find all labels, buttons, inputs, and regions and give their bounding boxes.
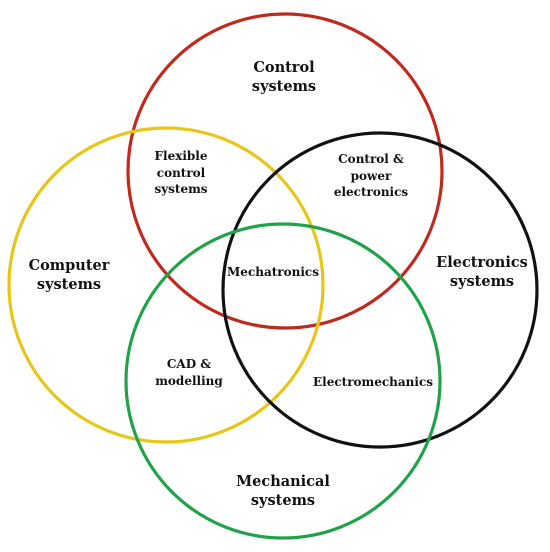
computer-systems-circle (7, 126, 325, 444)
computer-systems-label-line1: Computer (28, 257, 110, 274)
flexible-control-line2: control (156, 165, 206, 180)
flexible-control-systems-label: Flexible control systems (154, 148, 207, 198)
computer-systems-label: Computer systems (29, 256, 110, 294)
control-systems-label-line1: Control (253, 59, 315, 76)
mechanical-systems-circle (124, 222, 442, 540)
control-power-line1: Control & (338, 152, 404, 166)
mechanical-systems-label: Mechanical systems (236, 472, 330, 510)
mechanical-systems-label-line1: Mechanical (236, 473, 330, 490)
electromechanics-text: Electromechanics (313, 375, 433, 389)
control-power-line2: power (350, 168, 392, 183)
electronics-systems-circle (221, 131, 539, 449)
computer-systems-label-line2: systems (36, 276, 102, 294)
electronics-systems-label: Electronics systems (436, 253, 528, 291)
mechatronics-text: Mechatronics (227, 265, 319, 279)
mechatronics-label: Mechatronics (227, 264, 319, 281)
control-power-electronics-label: Control & power electronics (334, 151, 408, 201)
electromechanics-label: Electromechanics (313, 374, 433, 391)
cad-line2: modelling (155, 373, 223, 388)
electronics-systems-label-line1: Electronics (436, 254, 528, 271)
flexible-control-line3: systems (154, 182, 208, 197)
control-systems-circle (126, 12, 444, 330)
control-power-line3: electronics (333, 185, 409, 200)
mechanical-systems-label-line2: systems (250, 492, 316, 510)
cad-line1: CAD & (166, 357, 212, 371)
cad-modelling-label: CAD & modelling (155, 356, 223, 389)
electronics-systems-label-line2: systems (449, 273, 515, 291)
flexible-control-line1: Flexible (154, 149, 208, 163)
control-systems-label: Control systems (252, 58, 316, 96)
control-systems-label-line2: systems (251, 78, 317, 96)
